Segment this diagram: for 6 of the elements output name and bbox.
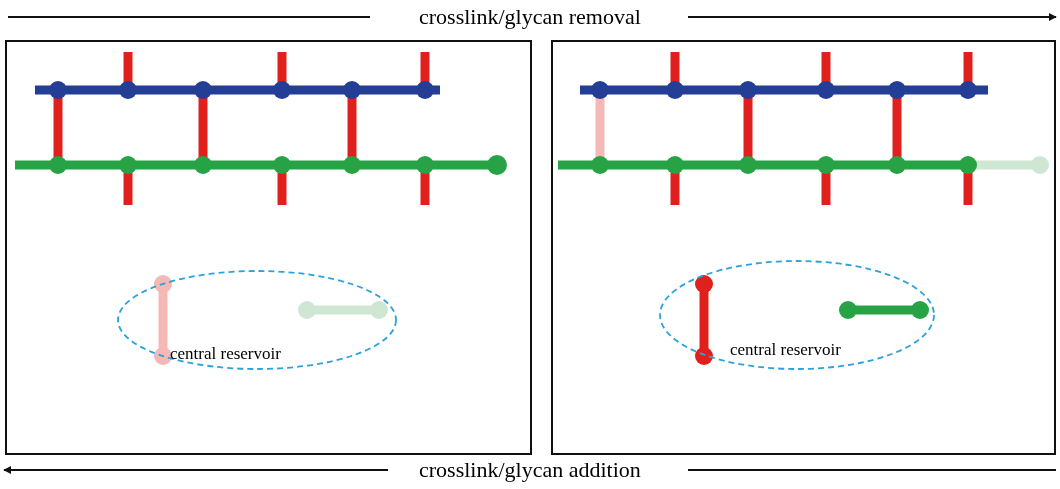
reservoir-ellipse <box>117 270 397 370</box>
reservoir-ellipse <box>659 260 935 370</box>
panel-frame <box>551 40 1056 455</box>
reservoir-label: central reservoir <box>170 344 281 364</box>
reservoir-label: central reservoir <box>730 340 841 360</box>
panel-frame <box>5 40 532 455</box>
